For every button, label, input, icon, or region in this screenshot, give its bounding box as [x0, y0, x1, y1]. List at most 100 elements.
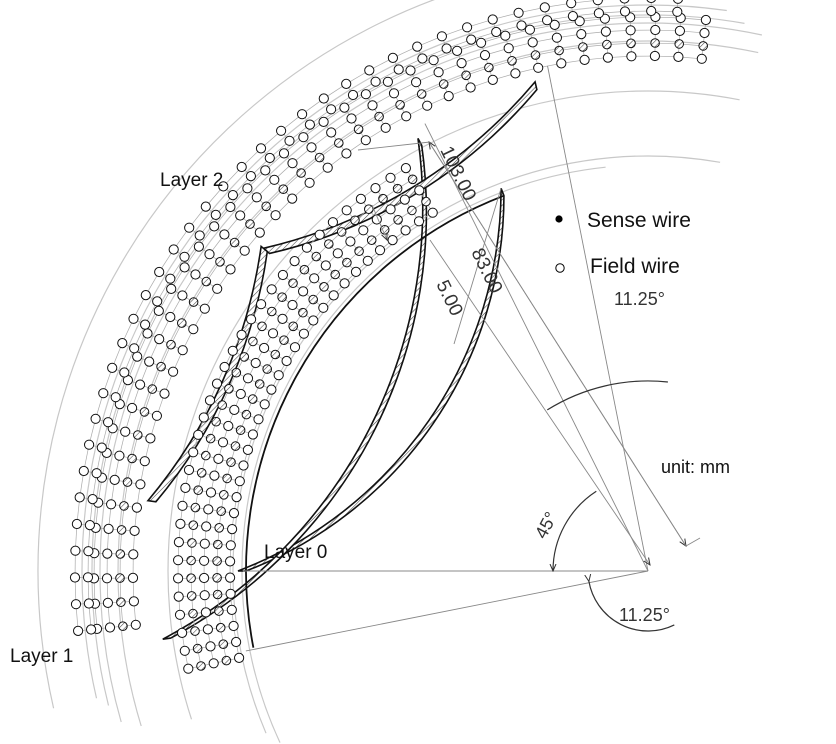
field-wire: [219, 361, 230, 373]
layer-1-label: Layer 1: [10, 646, 73, 667]
field-wire: [209, 470, 220, 481]
field-wire: [82, 572, 94, 583]
sense-wire: [122, 477, 133, 487]
field-wire: [90, 413, 101, 424]
dimension-lines: [243, 65, 701, 652]
sense-wire: [196, 468, 207, 478]
sense-wire: [374, 111, 384, 122]
field-wire: [255, 143, 267, 154]
field-wire: [103, 417, 114, 428]
field-wire: [345, 236, 356, 247]
field-wire: [130, 619, 141, 630]
field-wire: [235, 210, 246, 221]
sense-wire: [147, 384, 158, 394]
top-angle-label: 11.25°: [614, 289, 665, 309]
field-wire: [306, 142, 317, 153]
field-wire: [238, 460, 249, 471]
field-wire: [277, 269, 288, 281]
sense-wire: [353, 124, 364, 135]
field-wire: [225, 572, 236, 583]
field-wire: [314, 229, 325, 240]
field-wire: [168, 244, 179, 255]
field-wire: [487, 14, 498, 25]
field-wire: [177, 500, 188, 511]
sense-wire: [231, 367, 242, 378]
field-wire: [593, 8, 605, 19]
field-wire: [672, 6, 683, 17]
field-wire: [103, 523, 114, 535]
field-wire: [175, 518, 186, 530]
sense-wire: [257, 321, 267, 332]
field-wire: [579, 54, 590, 66]
field-wire: [673, 0, 683, 4]
sense-wire: [229, 237, 240, 248]
field-wire: [199, 303, 210, 314]
field-wire: [327, 217, 338, 228]
field-wire-legend-label: Field wire: [590, 255, 680, 278]
field-wire: [452, 45, 463, 57]
field-wire: [387, 52, 398, 64]
field-wire: [200, 607, 211, 618]
sense-wire: [214, 523, 224, 533]
sense-wire: [267, 306, 277, 317]
field-wire: [385, 204, 396, 215]
field-wire: [626, 51, 637, 62]
field-wire: [201, 521, 212, 532]
field-wire: [165, 273, 176, 284]
sense-wire: [226, 457, 236, 468]
field-wire: [427, 207, 438, 218]
field-wire: [83, 598, 95, 609]
field-wire: [277, 313, 288, 324]
field-wire: [516, 20, 527, 31]
sense-wire: [217, 400, 227, 410]
sense-wire: [192, 643, 203, 654]
sense-wire: [261, 201, 272, 212]
guide-arc: [91, 14, 745, 706]
field-wire: [199, 590, 210, 601]
sense-wire: [245, 219, 255, 229]
sense-wire: [224, 384, 234, 394]
sense-wire: [288, 278, 298, 289]
sense-wire: [554, 45, 564, 56]
field-wire: [168, 366, 179, 377]
field-wire: [177, 345, 188, 356]
sense-wire: [602, 39, 612, 50]
field-wire: [78, 465, 89, 477]
field-wire: [388, 88, 400, 99]
sense-wire: [438, 79, 449, 89]
field-wire: [479, 50, 491, 61]
sense-wire: [212, 556, 222, 566]
field-wire: [399, 194, 410, 205]
field-wire: [223, 420, 234, 432]
field-wire: [304, 177, 315, 188]
field-wire: [110, 392, 121, 403]
field-wire: [441, 43, 452, 54]
field-wire: [73, 625, 84, 637]
field-wire: [341, 148, 352, 159]
field-wire: [360, 89, 371, 100]
field-wire: [289, 342, 301, 353]
field-wire: [142, 328, 153, 339]
field-wire: [128, 596, 139, 607]
field-wire: [106, 499, 117, 510]
field-wire: [120, 426, 131, 437]
sense-wire: [215, 622, 226, 633]
field-wire: [74, 492, 85, 503]
radial-line-lower: [245, 570, 649, 652]
sense-wire: [262, 364, 273, 374]
sense-wire: [127, 453, 137, 464]
field-wire: [266, 384, 277, 395]
layer-2-label: Layer 2: [160, 170, 223, 191]
field-wire: [83, 546, 94, 557]
field-wire: [70, 545, 81, 556]
sense-wire: [530, 50, 541, 60]
field-wire: [264, 152, 275, 164]
layer-0-label: Layer 0: [264, 542, 327, 563]
sense-wire: [393, 215, 403, 225]
field-wire: [576, 28, 587, 40]
sense-wire: [115, 573, 125, 583]
field-wire: [190, 269, 201, 280]
field-wire: [276, 125, 287, 136]
field-wire: [166, 283, 177, 294]
field-wire: [266, 284, 277, 295]
